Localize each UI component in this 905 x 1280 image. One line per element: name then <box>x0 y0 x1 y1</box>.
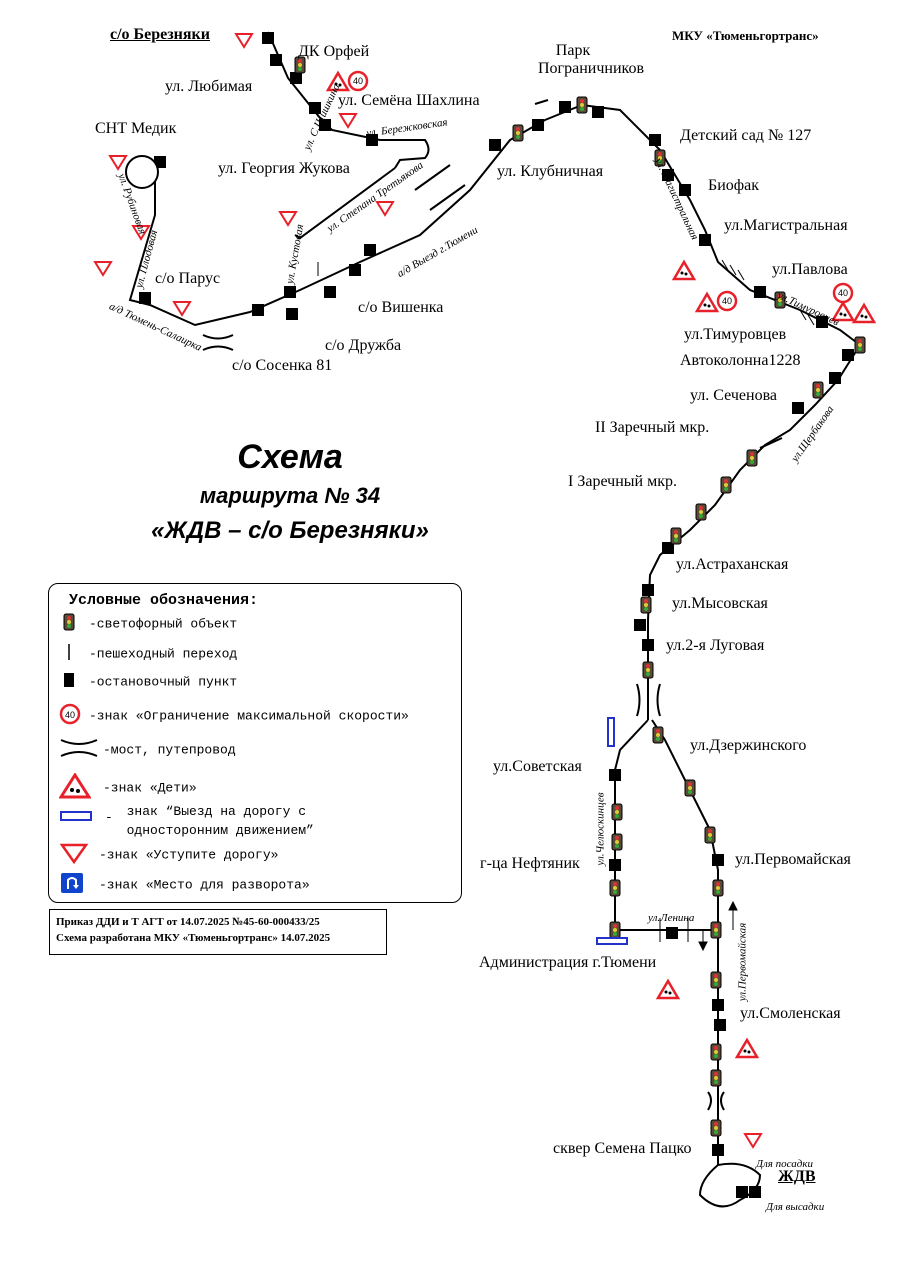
legend-row-stop: -остановочный пункт <box>59 670 237 694</box>
street-label-lenina: ул.Ленина <box>648 912 695 924</box>
title-route-name: «ЖДВ – с/о Березняки» <box>151 517 429 544</box>
svg-text:40: 40 <box>65 710 75 720</box>
legend-speed-label: -знак «Ограничение максимальной скорости… <box>89 708 409 724</box>
stop-label-snt-medik: СНТ Медик <box>95 120 177 137</box>
legend-row-crossing: -пешеходный переход <box>59 642 237 666</box>
legend-row-yield: -знак «Уступите дорогу» <box>59 842 278 868</box>
stop-label-park: Парк Пограничников <box>538 42 645 77</box>
stop-label-lyubimaya: ул. Любимая <box>165 78 253 95</box>
order-line-2: Схема разработана МКУ «Тюменьгортранс» 1… <box>56 932 331 944</box>
traffic-light-icon <box>63 613 75 631</box>
stop-label-skver: сквер Семена Пацко <box>553 1140 692 1157</box>
legend-row-children: -знак «Дети» <box>58 772 197 803</box>
speed-limit-text: 40 <box>353 76 363 86</box>
bus-stop-icon <box>64 673 74 687</box>
street-label-pervomayskaya-small: ул.Первомайская <box>736 922 749 1002</box>
stop-label-pervomayskaya: ул.Первомайская <box>735 851 851 868</box>
stop-label-klubnichnaya: ул. Клубничная <box>497 163 604 180</box>
stop-label-astrakhanskaya: ул.Астраханская <box>676 556 789 573</box>
stop-label-biofak: Биофак <box>708 177 759 194</box>
order-line-1: Приказ ДДИ и Т АГТ от 14.07.2025 №45-60-… <box>56 916 320 928</box>
speed-limit-icon: 40 <box>59 703 81 725</box>
direction-arrows <box>317 262 738 952</box>
stop-label-parus: с/о Парус <box>155 270 221 287</box>
oneway-sign-icon <box>596 937 628 945</box>
stop-label-vishenka: с/о Вишенка <box>358 299 444 316</box>
bridge-icon <box>60 739 98 757</box>
yield-sign-icon <box>59 843 89 865</box>
legend-oneway-label-line1: знак “Выезд на дорогу с <box>126 804 307 819</box>
stop-label-dk-orfei: ДК Орфей <box>298 43 370 60</box>
stop-label-shakhlina: ул. Семёна Шахлина <box>338 92 480 109</box>
street-label-boarding: Для посадки <box>756 1158 813 1170</box>
stop-label-sechenova: ул. Сеченова <box>690 387 778 404</box>
legend-row-bridge: -мост, путепровод <box>59 736 236 764</box>
legend-yield-label: -знак «Уступите дорогу» <box>99 847 279 863</box>
stop-label-druzhba: с/о Дружба <box>325 337 402 354</box>
stop-label-sosenka: с/о Сосенка 81 <box>232 357 333 374</box>
speed-limit-text: 40 <box>838 288 848 298</box>
legend-box: Условные обозначения: -светофорный объек… <box>48 583 462 903</box>
stop-label-zhdv: ЖДВ <box>778 1168 816 1185</box>
oneway-sign-icon <box>607 717 615 747</box>
legend-children-label: -знак «Дети» <box>103 780 197 796</box>
speed-limit-text: 40 <box>722 296 732 306</box>
stop-label-smolenskaya: ул.Смоленская <box>740 1005 841 1022</box>
legend-row-speed: 40 -знак «Ограничение максимальной скорос… <box>59 703 409 729</box>
stop-label-detsad: Детский сад № 127 <box>680 127 812 144</box>
legend-row-traffic-light: -светофорный объект <box>59 612 237 636</box>
legend-row-uturn: -знак «Место для разворота» <box>59 871 310 899</box>
stop-label-administration: Администрация г.Тюмени <box>479 954 657 971</box>
stop-label-zarechny1: I Заречный мкр. <box>568 473 677 490</box>
children-sign-icon <box>58 772 92 799</box>
order-box: Приказ ДДИ и Т АГТ от 14.07.2025 №45-60-… <box>49 909 387 955</box>
stop-label-timurovtsev: ул.Тимуровцев <box>684 326 787 343</box>
roundabout <box>125 155 159 189</box>
organization-label: МКУ «Тюменьгортранс» <box>672 28 819 43</box>
stop-label-lugovaya: ул.2-я Луговая <box>666 637 765 654</box>
crossing-ticks <box>659 259 815 942</box>
legend-row-oneway: - знак “Выезд на дорогу с односторонним … <box>59 802 314 840</box>
street-label-chelyuskintsev: ул.Челюскинцев <box>594 792 607 866</box>
legend-traffic-light-label: -светофорный объект <box>89 616 238 632</box>
stop-label-mysovskaya: ул.Мысовская <box>672 595 768 612</box>
stop-label-zhukova: ул. Георгия Жукова <box>218 160 350 177</box>
title-main: Схема <box>237 438 343 476</box>
stop-label-neftyanik: г-ца Нефтяник <box>480 855 580 872</box>
stop-label-pavlova: ул.Павлова <box>772 261 848 278</box>
stop-label-berezniaki: с/о Березняки <box>110 26 210 43</box>
stop-label-dzerzhinskogo: ул.Дзержинского <box>690 737 807 754</box>
legend-oneway-dash: - <box>105 810 113 825</box>
crossing-icon <box>68 644 70 660</box>
legend-crossing-label: -пешеходный переход <box>89 646 238 662</box>
street-label-alighting: Для высадки <box>766 1201 825 1213</box>
oneway-sign-icon <box>60 811 92 821</box>
legend-bridge-label: -мост, путепровод <box>103 742 236 758</box>
title-route-number: маршрута № 34 <box>199 483 381 508</box>
legend-oneway-label-line2: односторонним движением” <box>126 823 314 838</box>
legend-stop-label: -остановочный пункт <box>89 674 238 690</box>
stop-label-avtokolonna: Автоколонна1228 <box>680 352 801 369</box>
stop-label-sovetskaya: ул.Советская <box>493 758 582 775</box>
legend-title: Условные обозначения: <box>69 592 259 609</box>
stop-label-magistralnaya: ул.Магистральная <box>724 217 848 234</box>
stop-label-zarechny2: II Заречный мкр. <box>595 419 710 436</box>
uturn-sign-icon <box>61 873 83 893</box>
speed-limit-signs <box>347 70 854 312</box>
legend-uturn-label: -знак «Место для разворота» <box>99 877 310 893</box>
